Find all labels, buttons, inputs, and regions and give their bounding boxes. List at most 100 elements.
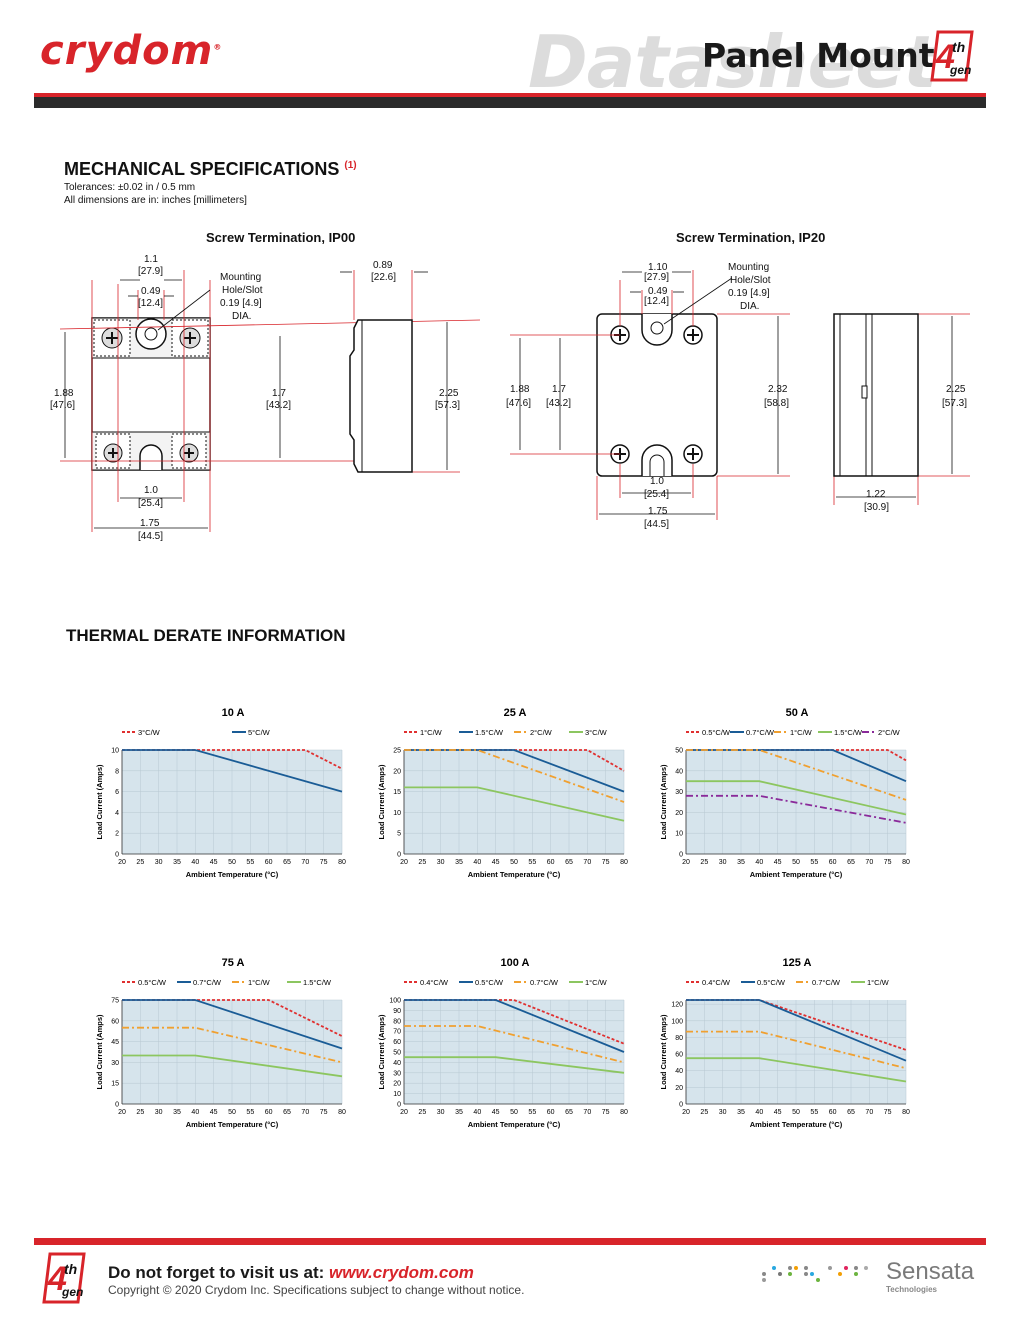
y-axis-label: Load Current (Amps) xyxy=(659,764,668,840)
y-axis-label: Load Current (Amps) xyxy=(377,764,386,840)
header-red-rule xyxy=(34,93,986,97)
legend-label: 0.7°C/W xyxy=(812,978,841,987)
x-tick-label: 80 xyxy=(338,859,346,866)
x-tick-label: 60 xyxy=(265,1109,273,1116)
x-tick-label: 80 xyxy=(338,1109,346,1116)
ip20-w-body-mm: [44.5] xyxy=(644,519,669,530)
x-tick-label: 60 xyxy=(829,859,837,866)
x-tick-label: 45 xyxy=(210,1109,218,1116)
ip20-mount-3: 0.19 [4.9] xyxy=(728,288,770,299)
y-axis-label: Load Current (Amps) xyxy=(95,764,104,840)
y-tick-label: 15 xyxy=(393,789,401,796)
x-tick-label: 45 xyxy=(774,1109,782,1116)
x-tick-label: 35 xyxy=(455,1109,463,1116)
x-tick-label: 35 xyxy=(173,1109,181,1116)
ip20-drawing-title: Screw Termination, IP20 xyxy=(676,230,826,245)
y-tick-label: 60 xyxy=(111,1018,119,1025)
y-tick-label: 6 xyxy=(115,789,119,796)
x-tick-label: 30 xyxy=(437,859,445,866)
x-tick-label: 65 xyxy=(283,859,291,866)
series-line xyxy=(404,1056,625,1074)
x-tick-label: 70 xyxy=(583,1109,591,1116)
ip00-mount-3: 0.19 [4.9] xyxy=(220,298,262,309)
y-tick-label: 100 xyxy=(671,1018,683,1025)
x-axis-label: Ambient Temperature (°C) xyxy=(186,1120,279,1129)
chart-title: 10 A xyxy=(222,707,245,719)
legend-label: 0.4°C/W xyxy=(420,978,449,987)
x-tick-label: 35 xyxy=(737,859,745,866)
x-tick-label: 65 xyxy=(283,1109,291,1116)
x-tick-label: 55 xyxy=(810,1109,818,1116)
series-line xyxy=(122,1054,343,1078)
x-tick-label: 25 xyxy=(700,859,708,866)
x-tick-label: 20 xyxy=(118,1109,126,1116)
series-line xyxy=(122,749,343,793)
legend-label: 0.5°C/W xyxy=(757,978,786,987)
y-tick-label: 80 xyxy=(675,1035,683,1042)
ip00-h-outer-mm: [47.6] xyxy=(50,400,75,411)
ip20-w-term-mm: [25.4] xyxy=(644,489,669,500)
series-line xyxy=(122,999,343,1050)
y-tick-label: 20 xyxy=(675,810,683,817)
ip00-mount-4: DIA. xyxy=(232,311,251,322)
units-note: All dimensions are in: inches [millimete… xyxy=(64,195,247,206)
sensata-logo-subtext: Technologies xyxy=(886,1285,937,1294)
y-tick-label: 8 xyxy=(115,768,119,775)
x-tick-label: 55 xyxy=(246,1109,254,1116)
y-tick-label: 75 xyxy=(111,998,119,1005)
series-line xyxy=(686,1057,907,1083)
legend-label: 3°C/W xyxy=(138,728,161,737)
x-tick-label: 75 xyxy=(320,859,328,866)
legend-label: 0.5°C/W xyxy=(138,978,167,987)
x-tick-label: 40 xyxy=(473,859,481,866)
x-tick-label: 35 xyxy=(173,859,181,866)
legend-label: 0.5°C/W xyxy=(702,728,731,737)
y-axis-label: Load Current (Amps) xyxy=(95,1014,104,1090)
ip00-w-top-mm: [27.9] xyxy=(138,266,163,277)
footer-badge-sup: th xyxy=(64,1261,77,1277)
legend-label: 0.5°C/W xyxy=(475,978,504,987)
crydom-website-link[interactable]: www.crydom.com xyxy=(329,1263,474,1282)
x-tick-label: 75 xyxy=(320,1109,328,1116)
x-tick-label: 50 xyxy=(228,1109,236,1116)
ip00-w-hole-mm: [12.4] xyxy=(138,298,163,309)
x-tick-label: 35 xyxy=(737,1109,745,1116)
ip20-w-body: 1.75 xyxy=(648,506,668,517)
legend-label: 1.5°C/W xyxy=(475,728,504,737)
y-tick-label: 10 xyxy=(111,748,119,755)
x-tick-label: 80 xyxy=(902,1109,910,1116)
series-line xyxy=(404,786,625,822)
y-tick-label: 40 xyxy=(675,1068,683,1075)
x-tick-label: 55 xyxy=(246,859,254,866)
y-tick-label: 15 xyxy=(111,1081,119,1088)
chart-title: 100 A xyxy=(501,957,530,969)
ip20-h-side: 2.25 xyxy=(946,384,966,395)
header-dark-rule xyxy=(34,97,986,108)
x-tick-label: 40 xyxy=(191,1109,199,1116)
ip00-mount-slot xyxy=(139,444,163,470)
legend-label: 0.7°C/W xyxy=(530,978,559,987)
x-tick-label: 70 xyxy=(301,1109,309,1116)
x-tick-label: 50 xyxy=(510,859,518,866)
ip00-w-hole: 0.49 xyxy=(141,286,161,297)
y-tick-label: 60 xyxy=(675,1052,683,1059)
ip00-depth: 0.89 xyxy=(373,260,393,271)
y-tick-label: 45 xyxy=(111,1039,119,1046)
legend-label: 1°C/W xyxy=(248,978,271,987)
x-tick-label: 50 xyxy=(792,859,800,866)
tolerance-note: Tolerances: ±0.02 in / 0.5 mm xyxy=(64,182,196,193)
ip20-mount-4: DIA. xyxy=(740,301,759,312)
x-tick-label: 20 xyxy=(682,859,690,866)
ip20-w-hole: 0.49 xyxy=(648,286,668,297)
x-tick-label: 65 xyxy=(565,859,573,866)
y-tick-label: 0 xyxy=(115,852,119,859)
x-tick-label: 65 xyxy=(565,1109,573,1116)
x-axis-label: Ambient Temperature (°C) xyxy=(468,870,561,879)
footer-copyright: Copyright © 2020 Crydom Inc. Specificati… xyxy=(108,1283,525,1297)
ip20-mount-1: Mounting xyxy=(728,262,769,273)
footer-red-rule xyxy=(34,1238,986,1245)
y-tick-label: 50 xyxy=(675,748,683,755)
